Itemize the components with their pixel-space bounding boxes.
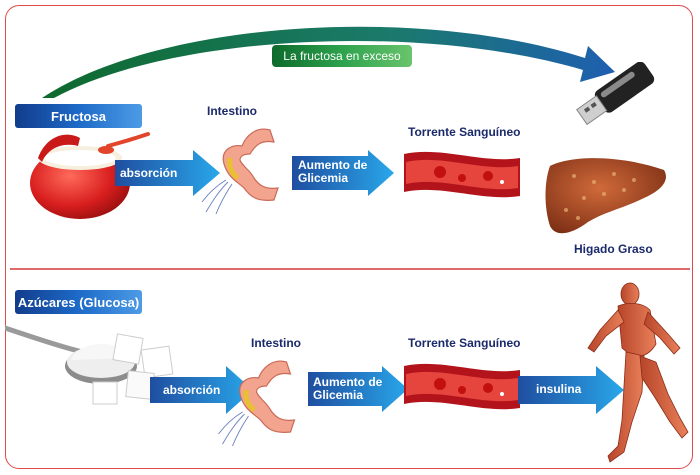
insulin-label: insulina (536, 382, 582, 396)
intestine-title-top: Intestino (207, 104, 257, 118)
blood-vessel-image-bottom (404, 363, 520, 410)
insulin-arrow (518, 366, 624, 414)
intestine-image-bottom (218, 360, 296, 447)
diagram-frame (5, 5, 693, 469)
fatty-liver-image (545, 158, 666, 234)
absorption-label-top: absorción (120, 166, 178, 180)
glycemia-label-top: Aumento de Glicemia (298, 158, 368, 185)
bloodstream-title-bottom: Torrente Sanguíneo (408, 336, 521, 350)
bloodstream-title-top: Torrente Sanguíneo (408, 125, 521, 139)
intestine-image-top (201, 128, 279, 215)
running-figure-image (587, 282, 689, 463)
apple-image (30, 132, 150, 219)
blood-vessel-image-top (404, 151, 520, 198)
glycemia-label-bottom: Aumento de Glicemia (313, 375, 383, 402)
intestine-title-bottom: Intestino (251, 336, 301, 350)
fructose-label: Fructosa (15, 104, 142, 128)
excess-label: La fructosa en exceso (272, 45, 412, 67)
usb-drive-image (576, 62, 655, 126)
absorption-label-bottom: absorción (163, 383, 221, 397)
section-divider (10, 268, 690, 270)
excess-curved-arrow (42, 26, 615, 98)
glycemia-arrow-top (292, 150, 394, 196)
absorption-arrow-bottom (150, 366, 253, 414)
fatty-liver-title: Higado Graso (574, 242, 653, 256)
glucose-label: Azúcares (Glucosa) (15, 290, 142, 314)
absorption-arrow-top (115, 150, 220, 196)
sugar-spoon-image (5, 325, 174, 405)
glycemia-arrow-bottom (308, 366, 408, 412)
